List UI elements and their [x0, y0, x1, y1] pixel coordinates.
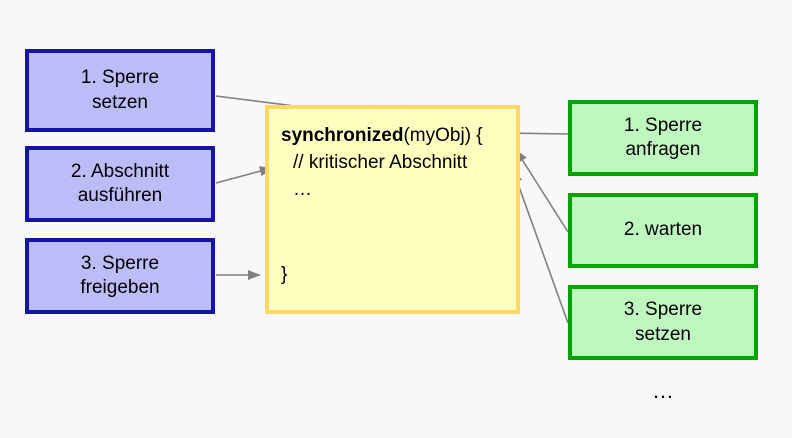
code-line-2-comment: // kritischer Abschnitt	[293, 151, 468, 173]
arrow-wait-to-synchronized	[515, 149, 569, 233]
right-box-3-set-lock[interactable]: 3. Sperre setzen	[568, 285, 758, 360]
code-block-synchronized: synchronized(myObj) { // kritischer Absc…	[265, 105, 520, 314]
left-box-1-line1: 1. Sperre	[80, 67, 160, 89]
right-box-1-line1: 1. Sperre	[623, 114, 703, 136]
code-line-3-ellipsis: …	[293, 178, 312, 200]
right-box-1-request-lock[interactable]: 1. Sperre anfragen	[568, 100, 758, 176]
code-spacer	[281, 204, 504, 262]
left-box-3-release-lock[interactable]: 3. Sperre freigeben	[25, 238, 215, 314]
right-box-3-line1: 3. Sperre	[623, 299, 703, 321]
left-box-1-set-lock[interactable]: 1. Sperre setzen	[25, 49, 215, 132]
right-box-1-line2: anfragen	[625, 139, 701, 160]
left-box-2-line2: ausführen	[77, 185, 163, 206]
right-box-2-wait[interactable]: 2. warten	[568, 193, 758, 268]
right-box-2-line1: 2. warten	[623, 219, 703, 241]
left-box-3-line1: 3. Sperre	[80, 252, 160, 274]
code-line-1: synchronized(myObj) {	[281, 123, 504, 150]
left-box-2-execute-section[interactable]: 2. Abschnitt ausführen	[25, 146, 215, 222]
code-line-4-closing-brace: }	[281, 263, 288, 285]
right-column-trailing-ellipsis: …	[652, 378, 676, 403]
arrow-execute-to-critical-section	[215, 166, 273, 184]
code-keyword-synchronized: synchronized	[281, 125, 404, 146]
left-box-3-line2: freigeben	[80, 277, 160, 298]
code-line-1-rest: (myObj) {	[403, 125, 483, 146]
arrow-set-lock-to-synchronized	[512, 169, 569, 324]
right-box-3-line2: setzen	[635, 323, 691, 345]
left-box-1-line2: setzen	[92, 91, 148, 113]
left-box-2-line1: 2. Abschnitt	[70, 160, 170, 182]
